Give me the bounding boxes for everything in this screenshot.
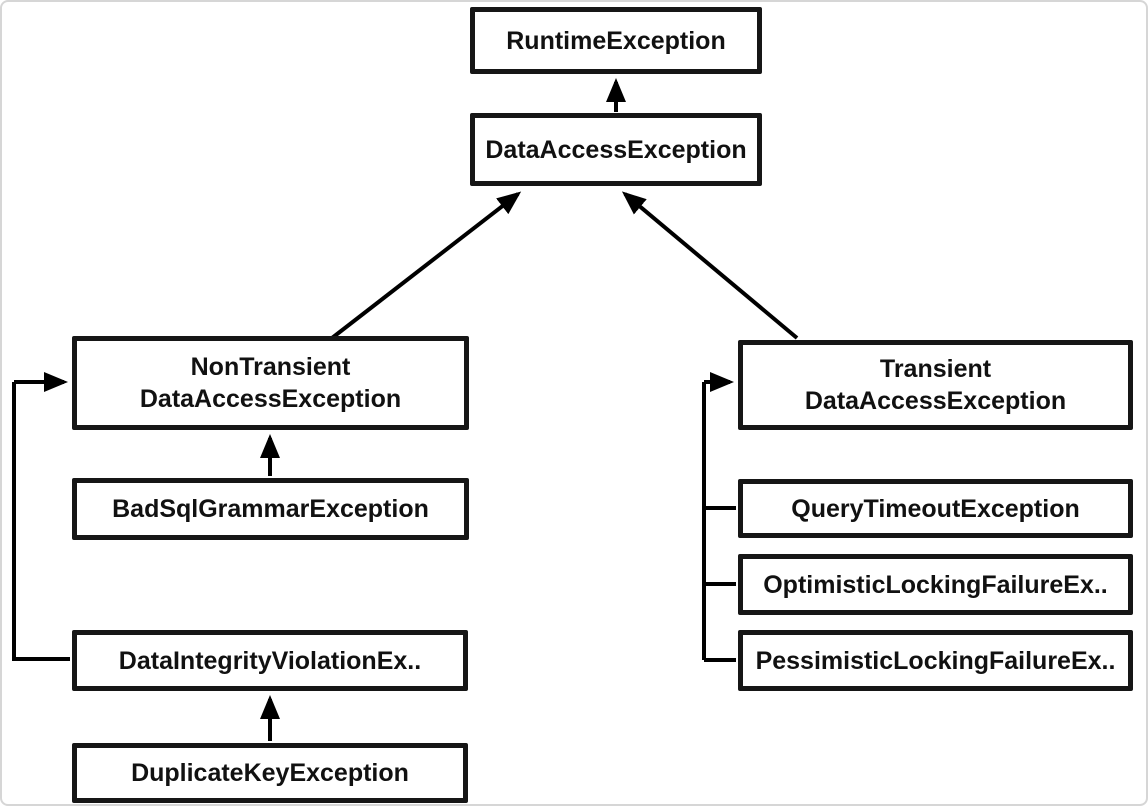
node-label-line2: DataAccessException — [139, 385, 402, 413]
node-label: DataIntegrityViolationEx.. — [118, 646, 422, 675]
node-duplicate-key-exception: DuplicateKeyException — [72, 743, 468, 803]
node-non-transient-data-access-exception: NonTransient DataAccessException — [72, 336, 469, 430]
node-label: DuplicateKeyException — [131, 759, 409, 787]
node-bad-sql-grammar-exception: BadSqlGrammarException — [72, 478, 469, 540]
node-runtime-exception: RuntimeException — [470, 7, 762, 74]
node-data-integrity-violation-exception: DataIntegrityViolationEx.. — [72, 630, 468, 691]
node-data-access-exception: DataAccessException — [470, 113, 762, 186]
node-label: PessimisticLockingFailureEx.. — [755, 646, 1116, 675]
node-label: OptimisticLockingFailureEx.. — [763, 570, 1108, 599]
node-pessimistic-locking-failure-exception: PessimisticLockingFailureEx.. — [738, 630, 1133, 691]
node-label: DataAccessException — [485, 135, 747, 164]
node-optimistic-locking-failure-exception: OptimisticLockingFailureEx.. — [738, 554, 1133, 615]
node-label: QueryTimeoutException — [791, 494, 1080, 523]
node-label: BadSqlGrammarException — [112, 495, 429, 523]
node-label-line1: Transient — [879, 355, 992, 383]
arrow-transient-to-dataaccess — [621, 191, 799, 340]
arrow-nontransient-to-dataaccess — [330, 191, 522, 340]
node-transient-data-access-exception: Transient DataAccessException — [738, 340, 1133, 430]
node-label-line2: DataAccessException — [804, 387, 1067, 415]
node-label: RuntimeException — [506, 26, 726, 55]
bracket-left — [12, 382, 70, 661]
node-query-timeout-exception: QueryTimeoutException — [738, 479, 1133, 538]
node-label-line1: NonTransient — [190, 353, 351, 381]
bracket-right — [702, 382, 736, 662]
